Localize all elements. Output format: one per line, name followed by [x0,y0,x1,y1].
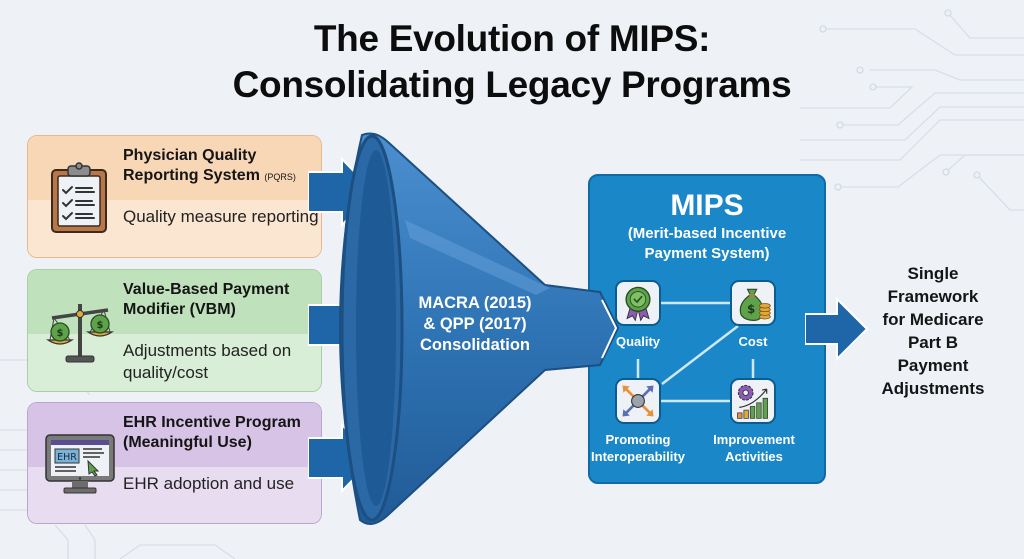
pillar-improvement [730,378,776,424]
result-line: Payment [897,356,969,375]
program-description: Adjustments based on quality/cost [123,341,292,382]
result-line: Framework [887,287,979,306]
svg-text:$: $ [97,320,104,331]
pillar-label-improvement: Improvement Activities [702,431,806,465]
program-abbreviation: (PQRS) [264,172,296,182]
program-name: EHR Incentive Program (Meaningful Use) [123,414,301,451]
pillar-quality [615,280,661,326]
result-label: Single Framework for Medicare Part B Pay… [868,262,998,400]
mips-subtitle-line-1: (Merit-based Incentive [627,225,787,242]
computer-ehr-icon: EHR [45,434,115,494]
gear-growth-chart-icon [737,384,768,419]
legacy-program-card-ehr: EHR EHR Incentive Program (Meaningful Us… [27,402,322,524]
mips-subtitle-line-2: Payment System) [644,245,770,262]
card-header-band [28,270,321,334]
result-line: Adjustments [881,379,985,398]
svg-text:EHR: EHR [57,452,77,463]
result-line: Part B [907,333,959,352]
funnel-label: MACRA (2015) & QPP (2017) Consolidation [395,293,555,356]
funnel-line-3: Consolidation [420,336,530,354]
interoperability-arrows-icon [622,385,654,417]
program-description: Quality measure reporting [123,207,319,226]
award-badge-icon [625,286,651,322]
program-name-main: Physician Quality Reporting System [123,147,260,184]
clipboard-checklist-icon [51,162,107,233]
mips-subtitle: (Merit-based Incentive Payment System) [590,224,824,264]
result-line: for Medicare [882,310,984,329]
balance-scale-money-icon: $ $ [46,304,114,363]
pillar-interoperability [615,378,661,424]
page-title: The Evolution of MIPS: Consolidating Leg… [0,16,1024,108]
pillar-cost: $ [730,280,776,326]
legacy-program-card-vbm: $ $ Value-Based Payment Modifier (VBM) A… [27,269,322,392]
money-bag-icon: $ [739,288,771,321]
pillar-label-line-1: Improvement [713,432,795,447]
svg-text:$: $ [747,302,755,316]
title-line-2: Consolidating Legacy Programs [232,64,792,105]
program-description: EHR adoption and use [123,474,295,493]
mips-panel: MIPS (Merit-based Incentive Payment Syst… [588,174,826,484]
pillar-label-line-2: Activities [725,449,783,464]
program-name: Value-Based Payment Modifier (VBM) [123,281,290,318]
pillar-label-line-1: Promoting [605,432,671,447]
pillar-label-quality: Quality [615,334,661,349]
arrow-right-icon [805,297,869,361]
result-line: Single [907,264,959,283]
mips-title: MIPS [670,189,744,222]
funnel-line-1: MACRA (2015) [418,294,532,312]
legacy-program-card-pqrs: Physician Quality Reporting System (PQRS… [27,135,322,258]
pillar-label-line-2: Interoperability [591,449,685,464]
pillar-connector-lines [636,301,755,403]
funnel-line-2: & QPP (2017) [423,315,527,333]
pillar-label-cost: Cost [738,334,768,349]
pillar-label-interoperability: Promoting Interoperability [584,431,692,465]
program-name: Physician Quality Reporting System (PQRS… [123,146,321,187]
svg-text:$: $ [57,328,64,339]
title-line-1: The Evolution of MIPS: [313,18,711,59]
funnel-shape [338,132,620,525]
